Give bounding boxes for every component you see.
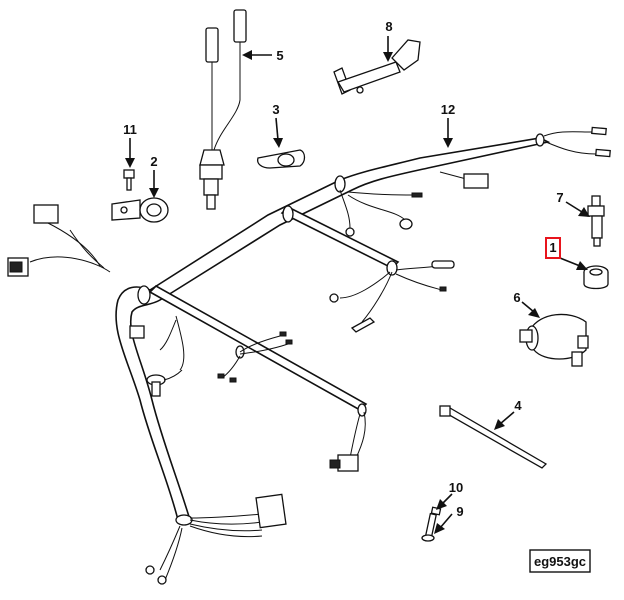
callout-labels: 1 2 3 4 5 6 7 8 9 10 11 12	[123, 19, 563, 519]
part-7-sensor	[587, 195, 605, 247]
callout-12: 12	[441, 102, 455, 117]
part-8-bracket	[333, 39, 421, 95]
callout-4: 4	[514, 398, 522, 413]
figure-id-box: eg953gc	[529, 549, 591, 573]
left-connectors	[7, 204, 59, 277]
bottom-connectors	[145, 493, 287, 585]
callout-9: 9	[456, 504, 463, 519]
part-6-switch	[519, 313, 589, 367]
part-2-clamp	[111, 197, 169, 223]
part-9-washer	[421, 534, 435, 542]
main-wiring-harness	[29, 133, 551, 526]
part-3-clip	[256, 149, 306, 169]
lower-right-connector	[329, 411, 366, 472]
callout-1: 1	[549, 240, 556, 255]
callout-8: 8	[385, 19, 392, 34]
callout-5: 5	[276, 48, 283, 63]
part-11-screw	[123, 169, 135, 191]
part-1-fitting	[583, 265, 609, 290]
part-4-cable-tie	[439, 405, 548, 469]
figure-id: eg953gc	[534, 554, 586, 569]
part-5-sensor	[199, 9, 247, 210]
callout-7: 7	[556, 190, 563, 205]
leader-arrows	[125, 36, 590, 534]
callout-6: 6	[513, 290, 520, 305]
callout-1-highlight	[545, 237, 561, 259]
lower-middle-connectors	[129, 315, 293, 397]
upper-right-connectors	[339, 126, 611, 237]
callout-10: 10	[449, 480, 463, 495]
callout-3: 3	[272, 102, 279, 117]
callout-11: 11	[123, 122, 137, 137]
callout-2: 2	[150, 154, 157, 169]
middle-connectors	[329, 260, 455, 333]
